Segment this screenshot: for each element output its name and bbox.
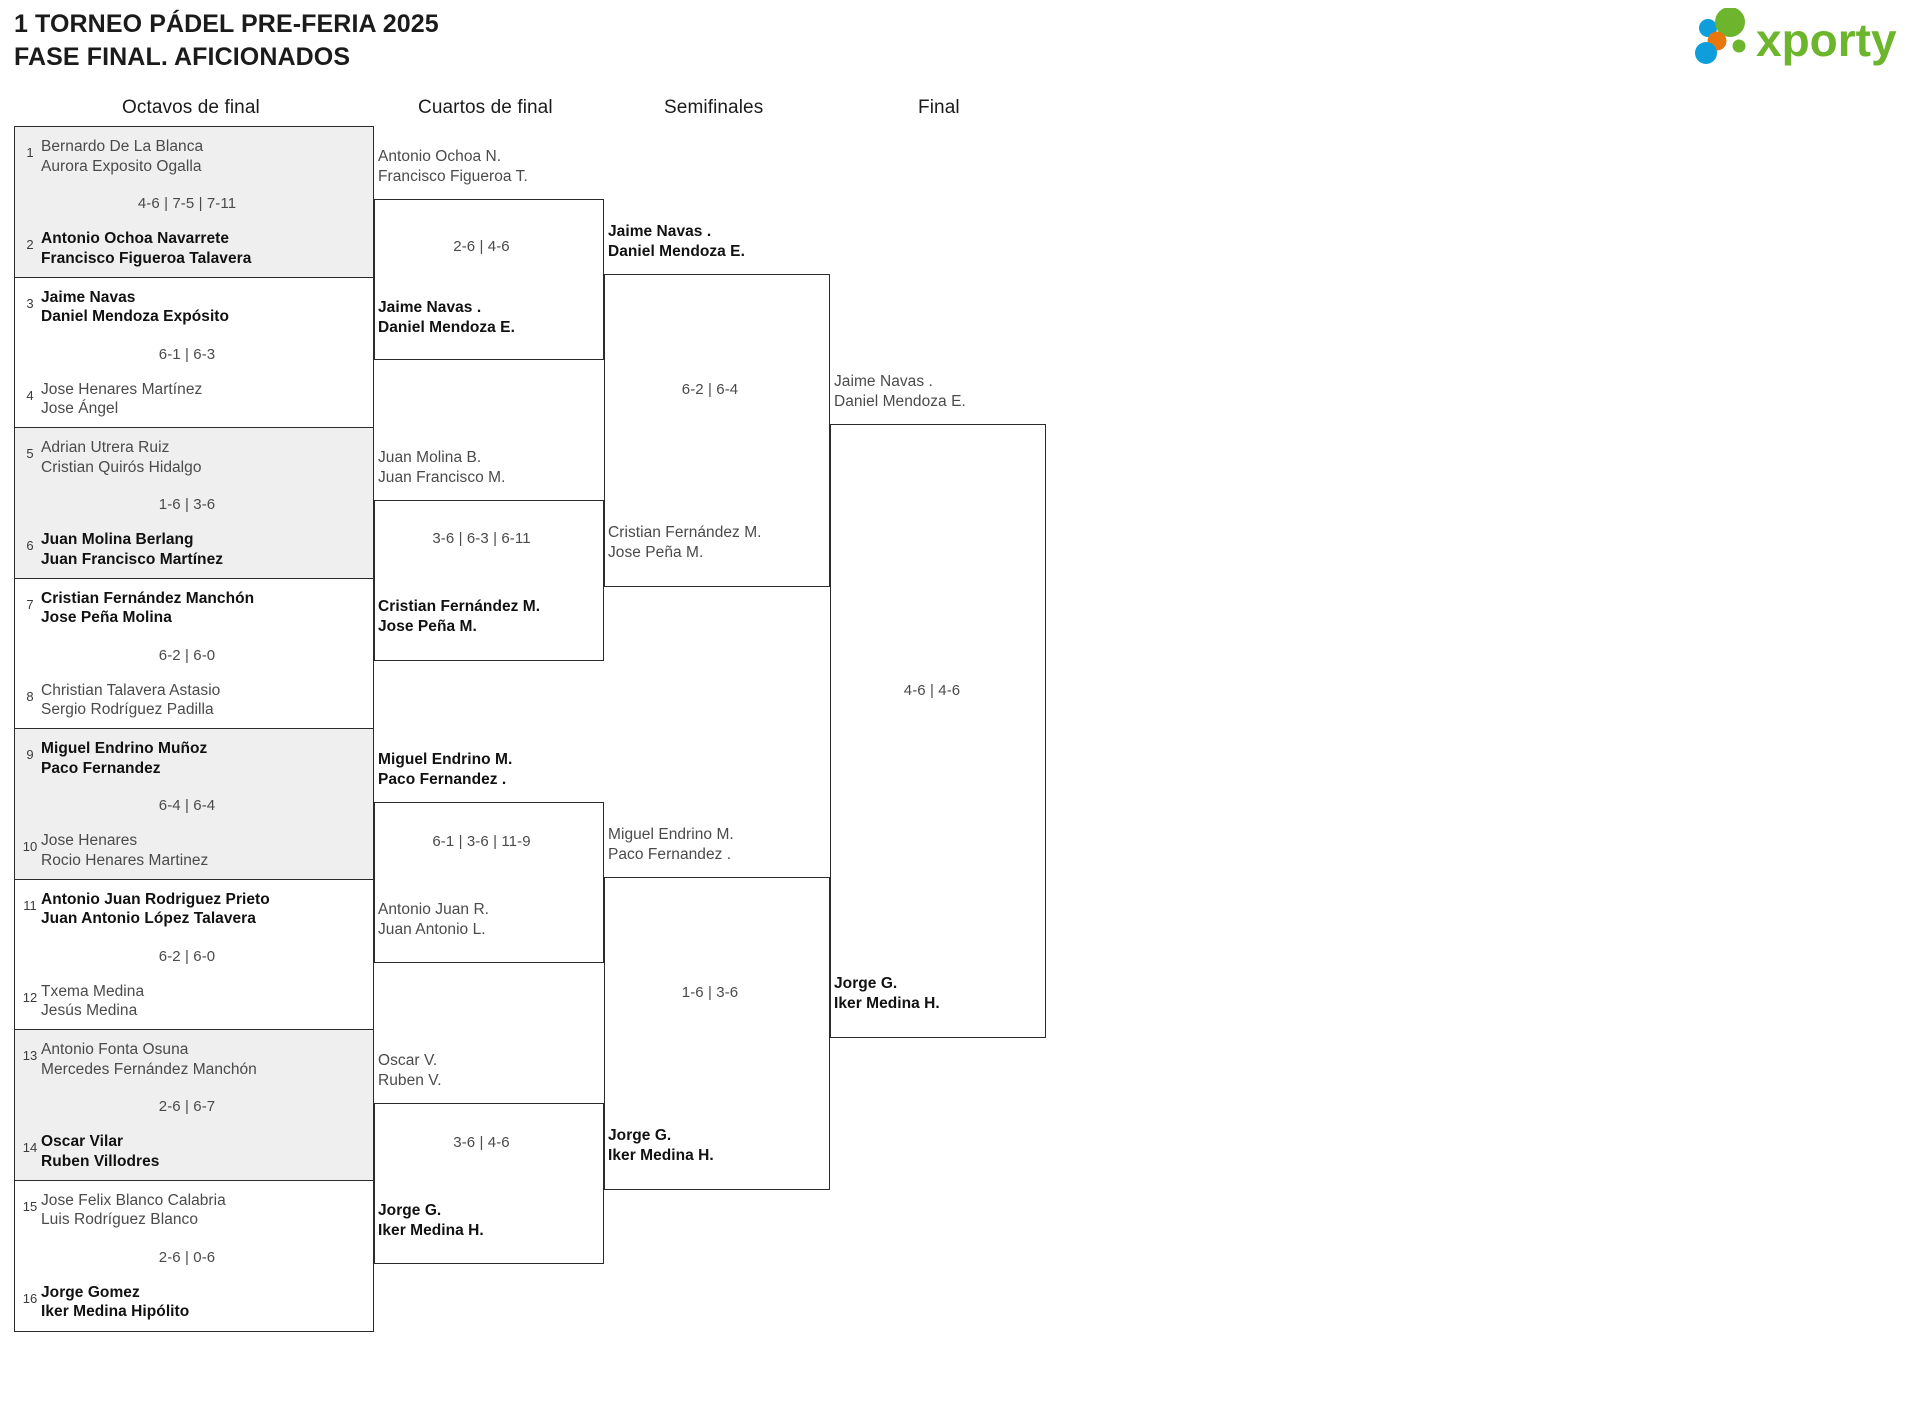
seed-number: 4 [26,387,34,403]
r1-match-1[interactable]: 1 Bernardo De La Blanca Aurora Exposito … [15,127,373,278]
qf4-score: 3-6 | 4-6 [453,1134,510,1151]
qf1-bottom-team: Jaime Navas . Daniel Mendoza E. [378,299,515,336]
sf1-bottom-team: Cristian Fernández M. Jose Peña M. [608,524,762,561]
qf1-score: 2-6 | 4-6 [453,238,510,255]
final-score: 4-6 | 4-6 [903,682,961,699]
team-names: Antonio Juan Rodriguez Prieto Juan Anton… [41,890,270,928]
qf4-bracket-box[interactable] [374,1103,604,1264]
team-names: Jorge Gomez Iker Medina Hipólito [41,1283,190,1321]
round-header-cuartos: Cuartos de final [418,97,553,118]
seed-number: 2 [26,237,34,252]
match-score: 6-4 | 6-4 [158,797,216,814]
match-score: 6-2 | 6-0 [158,947,216,965]
team-names: Jose Henares Rocio Henares Martinez [41,832,209,869]
qf1-top-team: Antonio Ochoa N. Francisco Figueroa T. [378,148,528,185]
team-names: Jaime Navas Daniel Mendoza Expósito [41,288,230,326]
team-names: Oscar Vilar Ruben Villodres [41,1133,160,1170]
seed-number: 3 [26,295,34,311]
sf1-top-team: Jaime Navas . Daniel Mendoza E. [608,223,745,260]
match-score: 2-6 | 0-6 [158,1248,216,1266]
qf4-top-team: Oscar V. Ruben V. [378,1052,442,1089]
logo-dots-icon [1695,8,1746,64]
r1-match-8[interactable]: 15 Jose Felix Blanco Calabria Luis Rodrí… [15,1181,373,1332]
qf3-bottom-team: Antonio Juan R. Juan Antonio L. [378,901,490,938]
sf2-top-team: Miguel Endrino M. Paco Fernandez . [608,826,734,863]
final-bracket-box[interactable] [830,424,1046,1038]
team-names: Txema Medina Jesús Medina [41,982,145,1020]
qf3-top-team: Miguel Endrino M. Paco Fernandez . [378,751,513,788]
seed-number: 11 [23,897,37,913]
seed-number: 1 [26,145,34,160]
team-names: Juan Molina Berlang Juan Francisco Martí… [41,531,224,568]
round-header-semifinales: Semifinales [664,97,764,118]
team-names: Bernardo De La Blanca Aurora Exposito Og… [41,138,204,175]
team-names: Cristian Fernández Manchón Jose Peña Mol… [41,589,255,627]
team-names: Adrian Utrera Ruiz Cristian Quirós Hidal… [41,439,202,476]
team-names: Antonio Ochoa Navarrete Francisco Figuer… [41,230,252,267]
final-top-team: Jaime Navas . Daniel Mendoza E. [834,373,966,410]
seed-number: 9 [26,747,34,762]
page-title: 1 TORNEO PÁDEL PRE-FERIA 2025 FASE FINAL… [14,10,439,71]
qf2-top-team: Juan Molina B. Juan Francisco M. [378,449,506,486]
logo-wordmark: xporty [1756,14,1897,66]
sf1-score: 6-2 | 6-4 [681,381,739,398]
r1-match-7[interactable]: 13 Antonio Fonta Osuna Mercedes Fernánde… [15,1030,373,1181]
r1-match-5[interactable]: 9 Miguel Endrino Muñoz Paco Fernandez 6-… [15,729,373,880]
round-header-final: Final [918,97,960,118]
sf2-bottom-team: Jorge G. Iker Medina H. [608,1127,714,1164]
seed-number: 10 [22,839,38,854]
match-score: 1-6 | 3-6 [158,496,216,513]
qf3-bracket-box[interactable] [374,802,604,963]
round1-column: 1 Bernardo De La Blanca Aurora Exposito … [14,126,374,1332]
seed-number: 12 [22,989,38,1005]
sf1-bracket-box[interactable] [604,274,830,587]
seed-number: 15 [22,1198,38,1214]
seed-number: 6 [26,538,34,553]
qf2-bottom-team: Cristian Fernández M. Jose Peña M. [378,598,541,635]
qf3-score: 6-1 | 3-6 | 11-9 [432,833,531,850]
sf2-score: 1-6 | 3-6 [681,984,739,1001]
r1-match-6[interactable]: 11 Antonio Juan Rodriguez Prieto Juan An… [15,880,373,1030]
qf1-bracket-box[interactable] [374,199,604,360]
team-names: Miguel Endrino Muñoz Paco Fernandez [41,740,208,777]
seed-number: 14 [22,1140,38,1155]
team-names: Jose Henares Martínez Jose Ángel [41,380,203,418]
seed-number: 8 [26,688,34,704]
qf2-score: 3-6 | 6-3 | 6-11 [432,530,531,547]
round-header-octavos: Octavos de final [122,97,260,118]
match-score: 6-1 | 6-3 [158,345,216,363]
seed-number: 16 [22,1290,38,1306]
final-bottom-team champion: Jorge G. Iker Medina H. [834,975,940,1012]
seed-number: 13 [22,1048,38,1063]
seed-number: 7 [26,596,34,612]
r1-match-4[interactable]: 7 Cristian Fernández Manchón Jose Peña M… [15,579,373,729]
match-score: 4-6 | 7-5 | 7-11 [137,195,237,212]
r1-match-3[interactable]: 5 Adrian Utrera Ruiz Cristian Quirós Hid… [15,428,373,579]
team-names: Antonio Fonta Osuna Mercedes Fernández M… [41,1041,257,1078]
qf4-bottom-team: Jorge G. Iker Medina H. [378,1202,484,1239]
r1-match-2[interactable]: 3 Jaime Navas Daniel Mendoza Expósito 6-… [15,278,373,428]
qf2-bracket-box[interactable] [374,500,604,661]
match-score: 6-2 | 6-0 [158,646,216,664]
team-names: Jose Felix Blanco Calabria Luis Rodrígue… [41,1191,226,1229]
match-score: 2-6 | 6-7 [158,1098,216,1115]
seed-number: 5 [26,446,34,461]
sf2-bracket-box[interactable] [604,877,830,1190]
team-names: Christian Talavera Astasio Sergio Rodríg… [41,681,221,719]
xporty-logo: xporty [1690,8,1920,68]
